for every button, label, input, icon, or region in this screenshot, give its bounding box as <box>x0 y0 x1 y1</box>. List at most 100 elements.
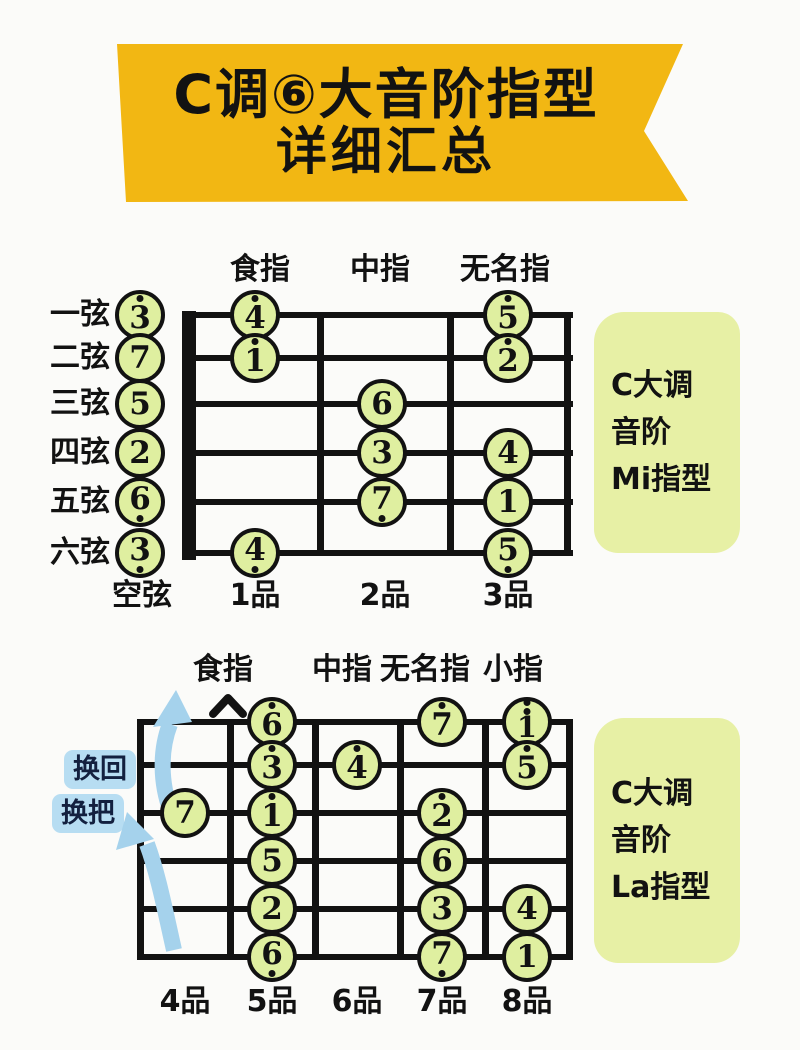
note-number: 7 <box>174 795 196 831</box>
octave-dot-above <box>268 702 276 709</box>
caret-up-icon <box>209 694 247 718</box>
octave-dot-below <box>504 566 512 573</box>
fret-number-label: 8品 <box>501 984 553 1019</box>
note-circle: 3 <box>115 528 165 578</box>
fret-line <box>397 719 404 960</box>
note-number: 5 <box>129 386 151 422</box>
note-circle: 7 <box>160 788 210 838</box>
note-circle: 1 <box>502 932 552 982</box>
note-circle: 4 <box>502 884 552 934</box>
note-number: 4 <box>497 435 519 471</box>
octave-dot-below <box>251 566 259 573</box>
fret-line <box>317 312 324 556</box>
note-number: 2 <box>261 891 283 927</box>
nut-bar <box>182 311 196 560</box>
octave-dot-above <box>504 338 512 345</box>
note-number: 7 <box>371 481 393 517</box>
octave-dot-above <box>504 295 512 302</box>
note-number: 5 <box>497 532 519 568</box>
octave-dot-above <box>268 745 276 752</box>
note-circle: 3 <box>357 428 407 478</box>
fret-number-label: 1品 <box>229 578 281 613</box>
note-circle: 7 <box>417 932 467 982</box>
note-circle: 5 <box>247 836 297 886</box>
fret-line <box>447 312 454 556</box>
note-number: 5 <box>497 300 519 336</box>
octave-dot-above <box>136 295 144 302</box>
string-name-label: 一弦 <box>50 297 110 332</box>
octave-dot-above <box>523 745 531 752</box>
string-line-3 <box>137 810 573 816</box>
note-number: 1 <box>516 939 538 975</box>
octave-dot-above <box>523 699 531 706</box>
note-number: 4 <box>346 750 368 786</box>
banner-title-line2: 详细汇总 <box>275 123 496 183</box>
fret-line <box>312 719 319 960</box>
note-circle: 6 <box>115 477 165 527</box>
note-circle: 7 <box>417 697 467 747</box>
fret-number-label: 6品 <box>331 984 383 1019</box>
note-circle: 2 <box>417 788 467 838</box>
note-circle: 5 <box>115 379 165 429</box>
note-circle: 6 <box>247 932 297 982</box>
fret-line <box>566 719 573 960</box>
note-number: 4 <box>516 891 538 927</box>
octave-dot-above <box>438 702 446 709</box>
note-number: 7 <box>431 936 453 972</box>
note-number: 6 <box>371 386 393 422</box>
note-circle: 2 <box>483 333 533 383</box>
string-line-6 <box>137 954 573 960</box>
finger-label: 食指 <box>230 252 290 287</box>
string-name-label: 六弦 <box>50 535 110 570</box>
note-number: 5 <box>516 750 538 786</box>
fret-number-label: 7品 <box>416 984 468 1019</box>
note-circle: 3 <box>247 740 297 790</box>
note-circle: 2 <box>247 884 297 934</box>
fret-number-label: 2品 <box>359 578 411 613</box>
note-number: 2 <box>129 435 151 471</box>
string-name-label: 四弦 <box>50 435 110 470</box>
string-line-5 <box>137 906 573 912</box>
note-circle: 7 <box>115 333 165 383</box>
note-number: 3 <box>431 891 453 927</box>
octave-dot-above <box>251 338 259 345</box>
note-number: 5 <box>261 843 283 879</box>
note-number: 3 <box>129 532 151 568</box>
string-name-label: 三弦 <box>50 386 110 421</box>
octave-dot-above <box>353 745 361 752</box>
side-label-text: La指型 <box>611 869 711 905</box>
octave-dot-above <box>523 708 531 715</box>
octave-dot-above <box>268 793 276 800</box>
note-circle: 4 <box>230 290 280 340</box>
octave-dot-below <box>438 970 446 977</box>
note-number: 2 <box>431 798 453 834</box>
shift-position-badge: 换把 <box>52 794 124 833</box>
note-number: 3 <box>371 435 393 471</box>
shift-back-badge: 换回 <box>64 750 136 789</box>
finger-label: 无名指 <box>460 252 550 287</box>
side-label-la-pattern: C大调 音阶 La指型 <box>594 718 740 963</box>
note-number: 4 <box>244 300 266 336</box>
octave-dot-below <box>136 566 144 573</box>
note-circle: 4 <box>230 528 280 578</box>
string-line-4 <box>137 858 573 864</box>
note-circle: 1 <box>247 788 297 838</box>
note-circle: 6 <box>357 379 407 429</box>
string-line-2 <box>182 355 573 361</box>
fret-line <box>137 719 144 960</box>
note-number: 2 <box>497 343 519 379</box>
note-number: 4 <box>244 532 266 568</box>
note-circle: 7 <box>357 477 407 527</box>
banner-title-line1: C调⑥大音阶指型 <box>173 62 599 126</box>
note-number: 6 <box>261 707 283 743</box>
note-circle: 5 <box>502 740 552 790</box>
note-number: 1 <box>497 484 519 520</box>
octave-dot-above <box>438 793 446 800</box>
side-label-text: C大调 <box>611 367 694 403</box>
note-circle: 1 <box>483 477 533 527</box>
octave-dot-below <box>268 970 276 977</box>
finger-label: 中指 <box>312 652 372 687</box>
note-number: 7 <box>129 340 151 376</box>
note-number: 7 <box>431 707 453 743</box>
